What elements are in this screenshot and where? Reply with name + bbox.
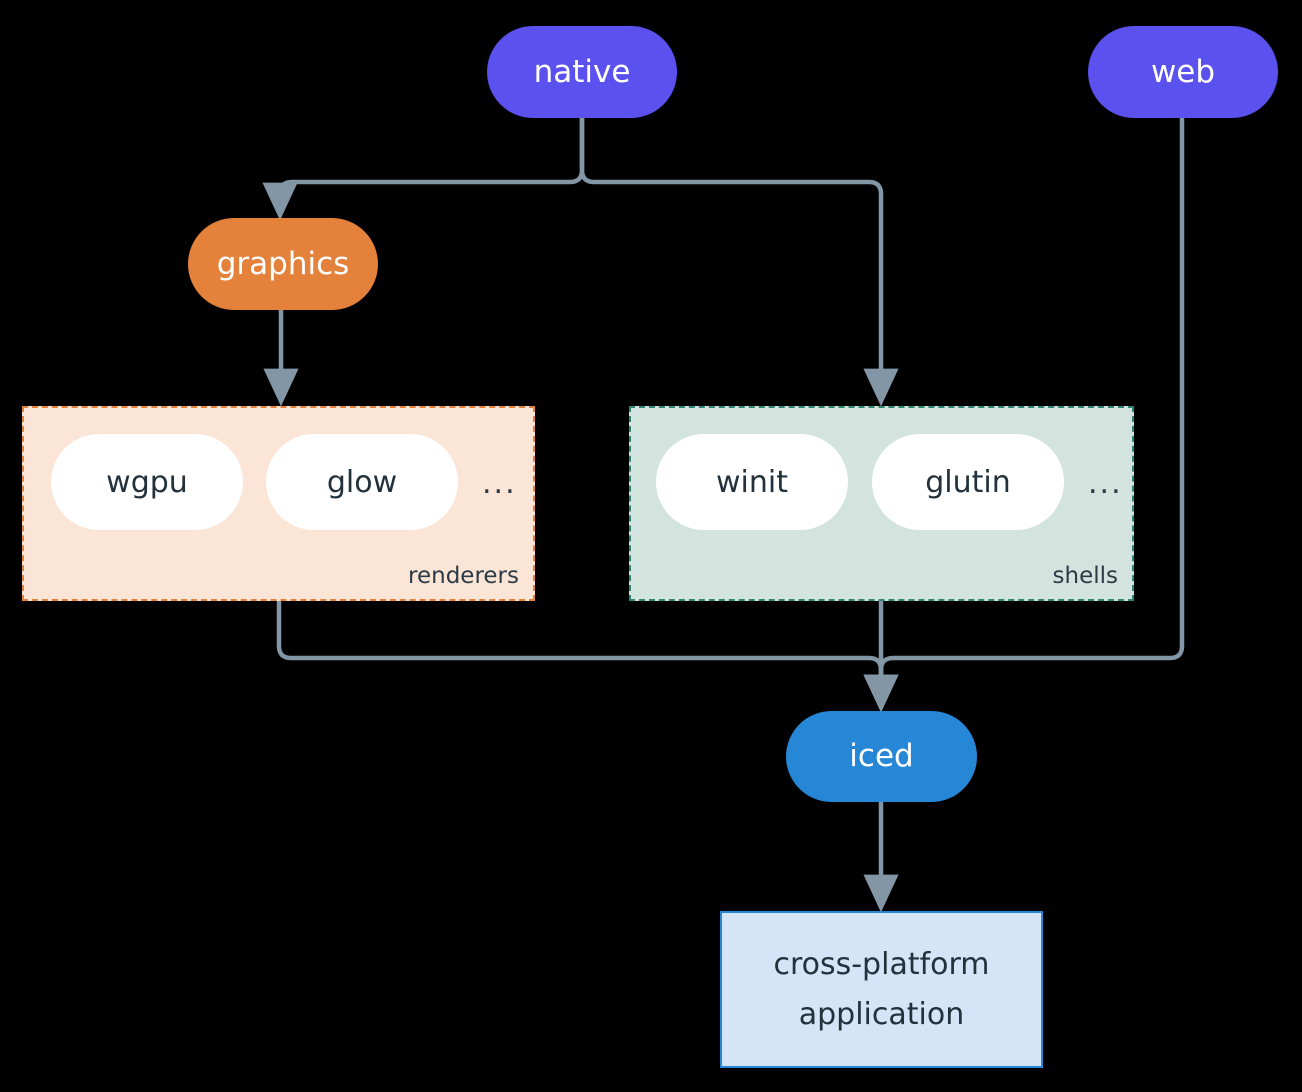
node-graphics[interactable]: graphics	[188, 218, 378, 310]
node-wgpu[interactable]: wgpu	[51, 434, 243, 530]
node-glutin-label: glutin	[925, 464, 1011, 500]
node-application-line1: cross-platform	[773, 947, 990, 982]
node-winit[interactable]: winit	[656, 434, 848, 530]
node-cross-platform-application[interactable]: cross-platform application	[720, 911, 1043, 1068]
node-glow[interactable]: glow	[266, 434, 458, 530]
node-iced[interactable]: iced	[786, 711, 977, 802]
cluster-shells-label: shells	[1052, 563, 1118, 589]
node-glow-label: glow	[326, 464, 398, 500]
node-graphics-label: graphics	[216, 245, 350, 282]
cluster-renderers-label: renderers	[408, 563, 519, 589]
edge-renderers-to-iced	[276, 601, 899, 713]
node-glutin[interactable]: glutin	[872, 434, 1064, 530]
node-web-label: web	[1150, 53, 1216, 90]
edge-native-to-graphics	[262, 118, 585, 221]
node-native[interactable]: native	[487, 26, 677, 118]
node-iced-label: iced	[849, 738, 914, 775]
renderers-ellipsis: ...	[482, 466, 517, 501]
node-winit-label: winit	[716, 464, 788, 500]
node-wgpu-label: wgpu	[106, 464, 188, 500]
edge-native-to-shells	[579, 118, 899, 407]
node-application-line2: application	[798, 996, 965, 1032]
shells-ellipsis: ...	[1088, 466, 1123, 501]
node-native-label: native	[533, 53, 631, 90]
node-web[interactable]: web	[1088, 26, 1278, 118]
cluster-renderers: wgpu glow ... renderers	[22, 406, 535, 601]
cluster-shells: winit glutin ... shells	[629, 406, 1134, 601]
